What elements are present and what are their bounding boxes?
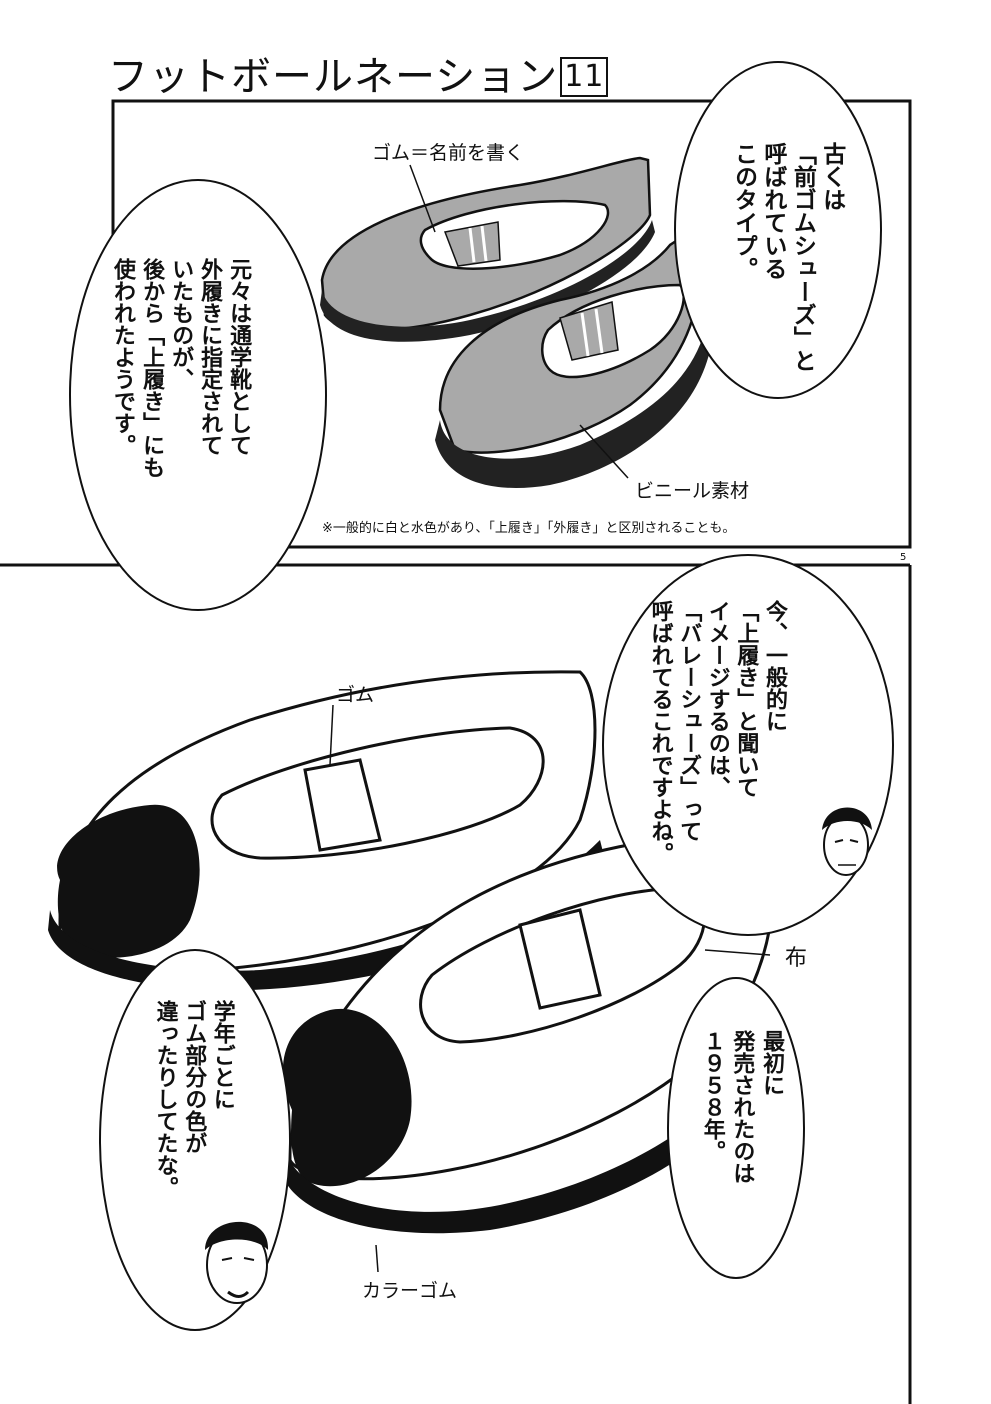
front-rubber-shoes — [320, 156, 712, 488]
label-cloth: 布 — [785, 946, 808, 971]
footnote: ※一般的に白と水色があり、「上履き」「外履き」と区別されることも。 — [322, 521, 736, 536]
label-rubber-name: ゴム＝名前を書く — [372, 142, 525, 164]
label-color-rubber: カラーゴム — [362, 1280, 458, 1302]
label-vinyl: ビニール素材 — [635, 480, 750, 502]
speech-bubble-shape — [674, 61, 882, 399]
character-face-icon — [205, 1221, 269, 1304]
speech-bubble-ballet-shoes: 今、一般的に 「上履き」と聞いて イメージするのは、 「バレーシューズ」って 呼… — [647, 600, 787, 864]
speech-bubble-release-year: 最初に 発売されたのは １９５８年。 — [699, 1030, 785, 1184]
speech-bubble-shape — [69, 179, 327, 611]
series-title: フットボールネーション — [108, 54, 559, 100]
volume-number: 11 — [560, 57, 609, 97]
character-face-icon — [822, 807, 872, 876]
speech-bubble-shape — [602, 554, 894, 936]
label-rubber: ゴム — [336, 684, 375, 706]
speech-bubble-shape — [667, 977, 805, 1279]
speech-bubble-grade-colors: 学年ごとに ゴム部分の色が 違ったりしてたな。 — [152, 1000, 235, 1198]
speech-bubble-school-shoes: 元々は通学靴として 外履きに指定されて いたものが、 後から「上履き」にも 使わ… — [110, 258, 252, 478]
page-number: 5 — [900, 552, 907, 563]
speech-bubble-front-rubber: 古くは 「前ゴムシューズ」と 呼ばれている このタイプ。 — [730, 142, 845, 372]
